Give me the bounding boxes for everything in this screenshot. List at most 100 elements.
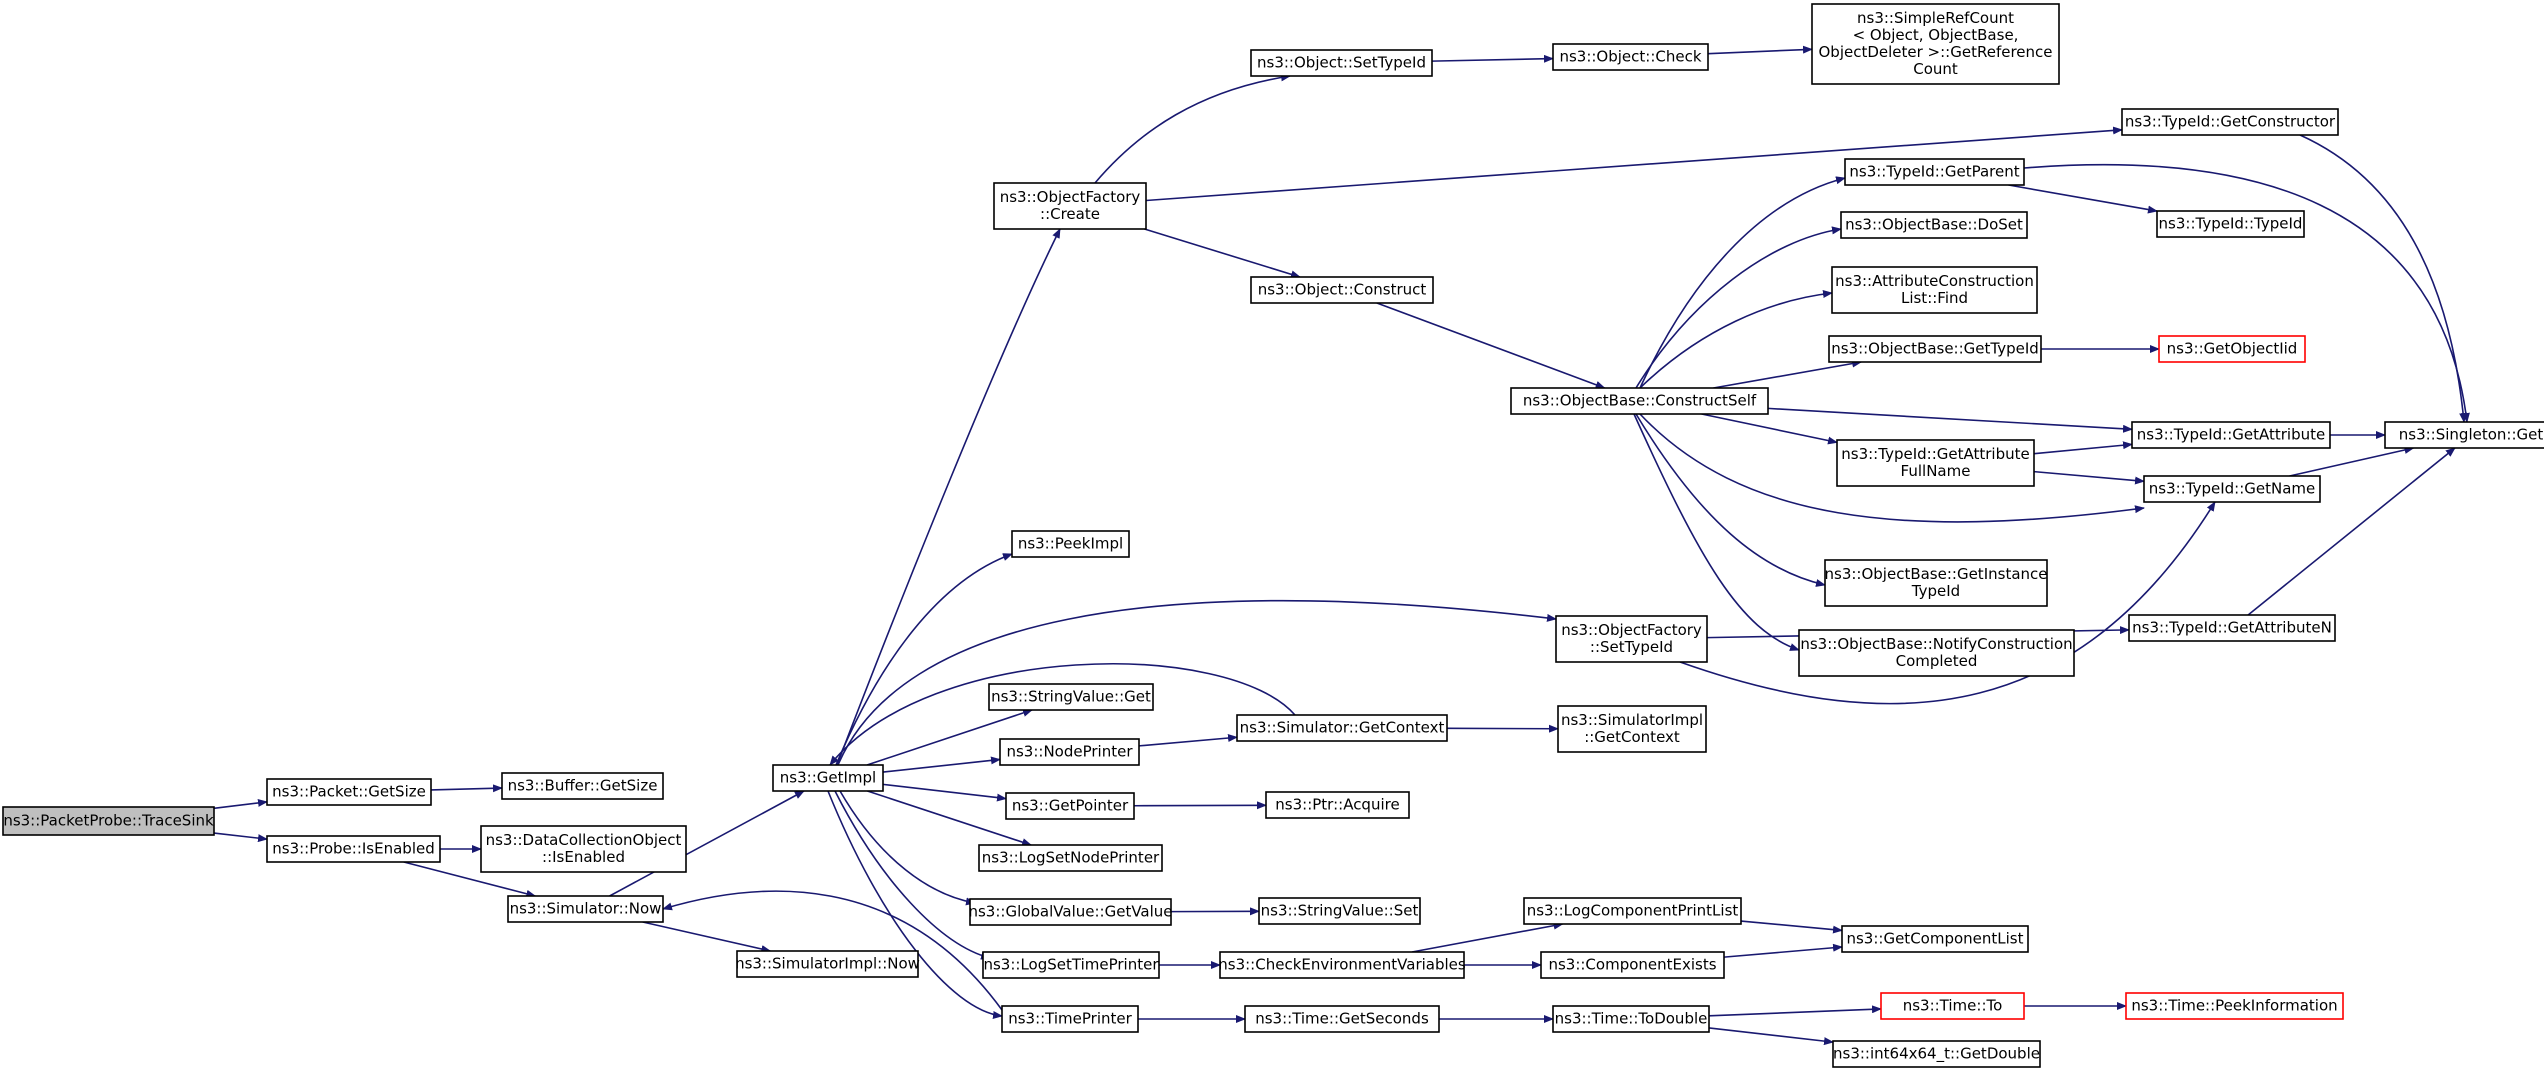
node-n49[interactable]: ns3::Singleton::Get [2384, 421, 2544, 449]
node-box[interactable] [1844, 158, 2025, 186]
node-n46[interactable]: ns3::TypeId::GetName [2143, 475, 2321, 503]
node-box[interactable] [2, 806, 215, 836]
node-box[interactable] [480, 825, 687, 873]
node-box[interactable] [1236, 714, 1448, 742]
node-box[interactable] [1523, 897, 1742, 925]
node-n42[interactable]: ns3::TypeId::GetConstructor [2121, 108, 2339, 136]
node-box[interactable] [1836, 439, 2035, 487]
node-box[interactable] [969, 898, 1172, 926]
node-box[interactable] [2158, 335, 2306, 363]
node-n1[interactable]: ns3::Packet::GetSize [266, 778, 432, 806]
node-box[interactable] [1824, 559, 2048, 607]
node-box[interactable] [2121, 108, 2339, 136]
node-n4[interactable]: ns3::DataCollectionObject::IsEnabled [480, 825, 687, 873]
node-n39[interactable]: ns3::GetComponentList [1841, 925, 2029, 953]
node-box[interactable] [1219, 951, 1465, 979]
node-box[interactable] [772, 764, 884, 792]
node-n33[interactable]: ns3::ObjectBase::DoSet [1840, 211, 2028, 239]
node-box[interactable] [1840, 211, 2028, 239]
node-box[interactable] [1880, 992, 2025, 1020]
node-box[interactable] [1265, 791, 1410, 819]
node-n47[interactable]: ns3::TypeId::GetAttributeN [2128, 614, 2336, 642]
node-n14[interactable]: ns3::GlobalValue::GetValue [968, 898, 1173, 926]
node-n26[interactable]: ns3::ObjectBase::ConstructSelf [1510, 387, 1769, 415]
node-n15[interactable]: ns3::LogSetTimePrinter [982, 951, 1160, 979]
node-box[interactable] [1557, 705, 1707, 753]
node-box[interactable] [978, 844, 1163, 872]
node-box[interactable] [1552, 1005, 1710, 1033]
node-n12[interactable]: ns3::GetPointer [1005, 792, 1135, 820]
node-n48[interactable]: ns3::Time::PeekInformation [2125, 992, 2344, 1020]
node-n0[interactable]: ns3::PacketProbe::TraceSink [2, 806, 215, 836]
node-box[interactable] [501, 772, 664, 800]
node-n31[interactable]: ns3::SimpleRefCount< Object, ObjectBase,… [1811, 3, 2060, 85]
node-box[interactable] [2131, 421, 2331, 449]
node-n10[interactable]: ns3::StringValue::Get [988, 683, 1154, 711]
node-box[interactable] [982, 951, 1160, 979]
node-box[interactable] [507, 895, 664, 923]
node-n35[interactable]: ns3::ObjectBase::GetTypeId [1828, 335, 2042, 363]
node-box[interactable] [1510, 387, 1769, 415]
node-box[interactable] [2125, 992, 2344, 1020]
node-box[interactable] [1001, 1005, 1139, 1033]
node-box[interactable] [1011, 530, 1130, 558]
node-box[interactable] [1828, 335, 2042, 363]
node-n22[interactable]: ns3::StringValue::Set [1258, 897, 1421, 925]
node-n18[interactable]: ns3::Object::Construct [1250, 276, 1434, 304]
node-box[interactable] [266, 778, 432, 806]
node-n41[interactable]: ns3::int64x64_t::GetDouble [1832, 1040, 2041, 1068]
node-n13[interactable]: ns3::LogSetNodePrinter [978, 844, 1163, 872]
node-box[interactable] [1811, 3, 2060, 85]
node-n38[interactable]: ns3::ObjectBase::NotifyConstructionCompl… [1798, 629, 2075, 677]
node-n25[interactable]: ns3::Object::Check [1552, 43, 1709, 71]
node-n19[interactable]: ns3::ObjectFactory::SetTypeId [1555, 615, 1708, 663]
node-box[interactable] [988, 683, 1154, 711]
node-n11[interactable]: ns3::NodePrinter [999, 738, 1140, 766]
node-box[interactable] [1841, 925, 2029, 953]
node-box[interactable] [2384, 421, 2544, 449]
node-n2[interactable]: ns3::Buffer::GetSize [501, 772, 664, 800]
node-n21[interactable]: ns3::Ptr::Acquire [1265, 791, 1410, 819]
node-n5[interactable]: ns3::Simulator::Now [507, 895, 664, 923]
node-box[interactable] [266, 835, 441, 863]
node-n45[interactable]: ns3::TypeId::GetAttribute [2131, 421, 2331, 449]
node-n44[interactable]: ns3::GetObjectIid [2158, 335, 2306, 363]
node-n30[interactable]: ns3::Time::ToDouble [1552, 1005, 1710, 1033]
node-n7[interactable]: ns3::SimulatorImpl::Now [735, 950, 920, 978]
node-box[interactable] [1250, 49, 1433, 77]
node-box[interactable] [1552, 43, 1709, 71]
node-n8[interactable]: ns3::ObjectFactory::Create [993, 182, 1147, 230]
node-box[interactable] [1798, 629, 2075, 677]
node-n29[interactable]: ns3::ComponentExists [1540, 951, 1725, 979]
node-box[interactable] [1258, 897, 1421, 925]
node-box[interactable] [1250, 276, 1434, 304]
node-box[interactable] [1832, 1040, 2041, 1068]
node-box[interactable] [736, 950, 919, 978]
node-n9[interactable]: ns3::PeekImpl [1011, 530, 1130, 558]
node-n40[interactable]: ns3::Time::To [1880, 992, 2025, 1020]
node-box[interactable] [1831, 266, 2038, 314]
node-box[interactable] [1555, 615, 1708, 663]
node-n24[interactable]: ns3::Time::GetSeconds [1244, 1005, 1440, 1033]
node-box[interactable] [993, 182, 1147, 230]
node-box[interactable] [2143, 475, 2321, 503]
node-box[interactable] [2156, 210, 2305, 238]
node-n23[interactable]: ns3::CheckEnvironmentVariables [1218, 951, 1466, 979]
node-box[interactable] [1005, 792, 1135, 820]
node-n27[interactable]: ns3::SimulatorImpl::GetContext [1557, 705, 1707, 753]
node-n3[interactable]: ns3::Probe::IsEnabled [266, 835, 441, 863]
node-box[interactable] [1244, 1005, 1440, 1033]
node-n20[interactable]: ns3::Simulator::GetContext [1236, 714, 1448, 742]
node-n16[interactable]: ns3::TimePrinter [1001, 1005, 1139, 1033]
node-n32[interactable]: ns3::TypeId::GetParent [1844, 158, 2025, 186]
node-box[interactable] [1540, 951, 1725, 979]
node-n28[interactable]: ns3::LogComponentPrintList [1523, 897, 1742, 925]
node-n43[interactable]: ns3::TypeId::TypeId [2156, 210, 2305, 238]
node-n17[interactable]: ns3::Object::SetTypeId [1250, 49, 1433, 77]
node-box[interactable] [2128, 614, 2336, 642]
node-n6[interactable]: ns3::GetImpl [772, 764, 884, 792]
node-box[interactable] [999, 738, 1140, 766]
